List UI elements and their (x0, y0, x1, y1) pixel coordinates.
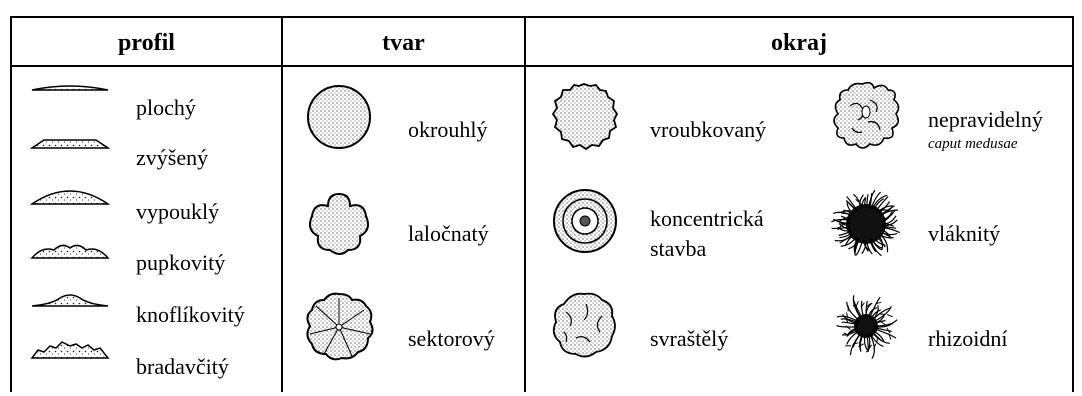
profile-umbonate-icon (30, 238, 110, 262)
margin-crenate-icon (548, 80, 620, 152)
right-border (1072, 16, 1074, 392)
shape-lobate-icon (304, 188, 374, 258)
label-sektorovy: sektorový (408, 326, 495, 352)
label-rhizoidni: rhizoidní (928, 326, 1007, 352)
label-plochy: plochý (136, 95, 196, 121)
margin-rhizoid-icon (828, 288, 904, 364)
label-vlaknity: vláknitý (928, 221, 1000, 247)
label-lalocnaty: laločnatý (408, 221, 489, 247)
label-caput-medusae: caput medusae (928, 136, 1018, 153)
shape-circular-icon (304, 82, 374, 152)
profile-papillate-icon (30, 338, 110, 362)
header-tvar: tvar (283, 30, 524, 57)
label-pupkovity: pupkovitý (136, 250, 225, 276)
margin-concentric-icon (550, 186, 620, 256)
profile-raised-icon (30, 132, 110, 152)
profile-knob-icon (30, 290, 110, 310)
label-knoflikovity: knoflíkovitý (136, 302, 245, 328)
label-bradavcity: bradavčitý (136, 354, 229, 380)
label-koncentricka: koncentrická (650, 206, 764, 232)
label-okrouhly: okrouhlý (408, 117, 487, 143)
profile-convex-icon (30, 184, 110, 208)
label-vypoukly: vypouklý (136, 199, 219, 225)
divider-profil-tvar (281, 16, 283, 392)
header-separator (10, 65, 1074, 67)
divider-tvar-okraj (524, 16, 526, 392)
label-nepravidelny: nepravidelný (928, 107, 1043, 133)
label-svrastely: svraštělý (650, 326, 728, 352)
profile-flat-icon (30, 76, 110, 94)
header-okraj: okraj (526, 30, 1072, 57)
colony-morphology-table: profil tvar okraj plochý zvýšený vypoukl… (10, 16, 1074, 392)
top-border (10, 16, 1074, 18)
margin-filamentous-icon (828, 186, 904, 262)
label-vroubkovany: vroubkovaný (650, 117, 766, 143)
header-profil: profil (12, 30, 281, 57)
label-stavba: stavba (650, 236, 706, 262)
left-border (10, 16, 12, 392)
margin-irregular-icon (828, 78, 904, 154)
shape-sectored-icon (302, 290, 376, 364)
margin-wrinkled-icon (546, 288, 622, 364)
label-zvyseny: zvýšený (136, 145, 208, 171)
